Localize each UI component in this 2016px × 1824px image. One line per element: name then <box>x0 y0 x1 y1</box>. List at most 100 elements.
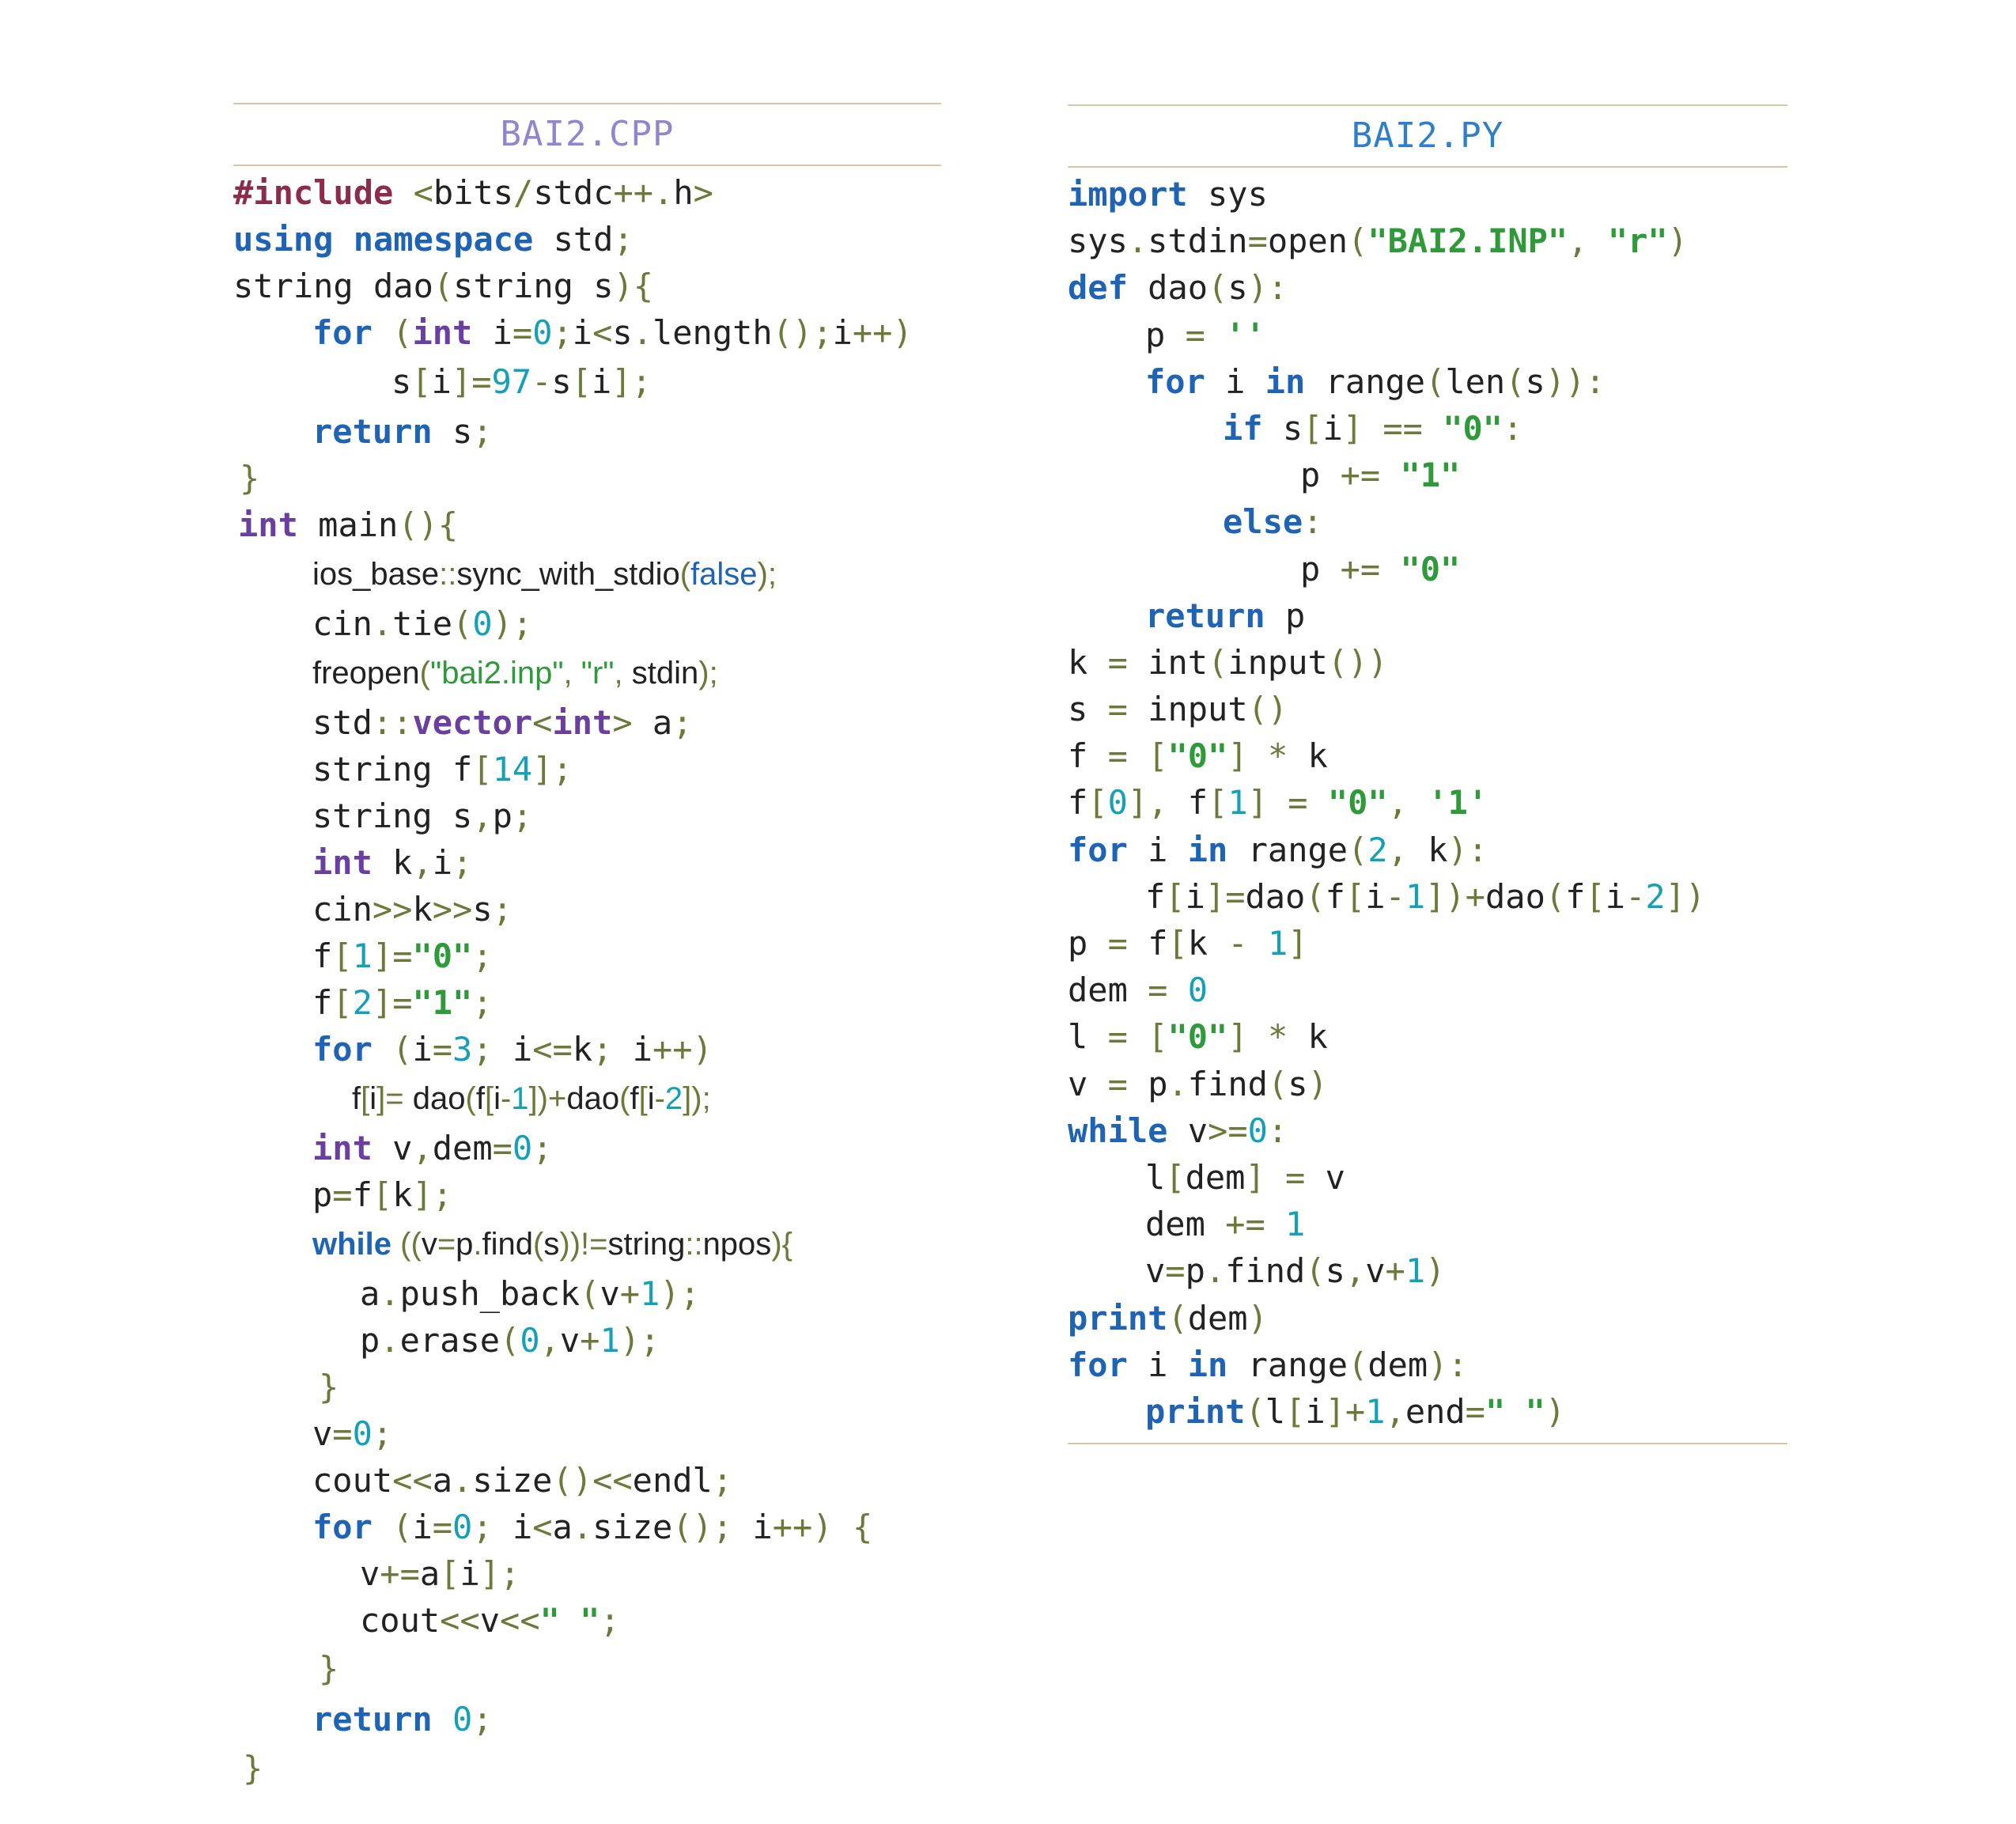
code-line: string f[14]; <box>233 746 941 793</box>
string-token: "BAI2.INP" <box>1367 221 1568 261</box>
operator-token: . <box>452 1461 473 1500</box>
whitespace-token <box>623 656 632 691</box>
punctuation-token: ) <box>1247 1298 1268 1338</box>
punctuation-token: ) <box>698 656 709 691</box>
identifier-token: dem <box>1068 971 1128 1010</box>
operator-token: + <box>548 1081 567 1116</box>
punctuation-token: ( <box>452 604 473 643</box>
identifier-token: cin <box>312 890 373 929</box>
operator-token: = <box>512 313 533 352</box>
identifier-token: p <box>1148 1064 1168 1103</box>
whitespace-token <box>573 656 581 691</box>
whitespace-token <box>1087 643 1107 682</box>
keyword-token: for <box>312 1030 373 1069</box>
punctuation-token: ( <box>1247 690 1268 729</box>
operator-token: << <box>440 1601 480 1640</box>
code-line: return s; <box>233 408 941 455</box>
whitespace-token <box>612 1030 632 1069</box>
number-token: 0 <box>520 1321 540 1360</box>
identifier-token: s <box>1282 408 1303 448</box>
identifier-token: npos <box>702 1227 772 1262</box>
punctuation-token: ; <box>432 1175 453 1214</box>
identifier-token: p <box>1185 1251 1205 1291</box>
punctuation-token: [ <box>411 362 432 401</box>
punctuation-token: ; <box>613 220 634 259</box>
identifier-token: p <box>492 797 513 835</box>
identifier-token: f <box>1187 783 1208 823</box>
punctuation-token: ( <box>1545 876 1566 916</box>
identifier-token: k <box>1428 830 1448 869</box>
identifier-token: range <box>1325 361 1426 401</box>
number-token: 0 <box>532 313 553 352</box>
punctuation-token: ] <box>412 1175 433 1214</box>
identifier-token: f <box>1145 876 1166 916</box>
identifier-token: size <box>592 1508 673 1546</box>
identifier-token: s <box>472 890 493 929</box>
operator-token: += <box>1340 456 1381 495</box>
cpp-file-title: BAI2.CPP <box>500 114 675 154</box>
code-line: for (i=0; i<a.size(); i++) { <box>233 1504 941 1550</box>
whitespace-token <box>1165 316 1185 354</box>
operator-token: . <box>1205 1251 1226 1291</box>
whitespace-token <box>373 1508 392 1546</box>
code-line: while ((v=p.find(s))!=string::npos){ <box>233 1218 941 1270</box>
operator-token: = <box>392 937 413 975</box>
operator-token: - <box>1227 924 1248 963</box>
punctuation-token: , <box>1345 1251 1366 1291</box>
keyword-token: return <box>312 1700 433 1739</box>
identifier-token: i <box>832 313 853 352</box>
whitespace-token <box>472 313 492 352</box>
identifier-token: i <box>647 1081 655 1116</box>
operator-token: = <box>1288 783 1308 823</box>
whitespace-token <box>1087 736 1107 775</box>
punctuation-token: ] <box>528 1081 538 1116</box>
whitespace-token <box>1128 1017 1148 1056</box>
code-line: } <box>233 1644 941 1694</box>
punctuation-token: } <box>319 1649 339 1688</box>
operator-token: += <box>380 1554 420 1593</box>
identifier-token: stdc <box>533 173 614 212</box>
identifier-token: l <box>1145 1157 1166 1197</box>
punctuation-token: [ <box>472 750 493 789</box>
punctuation-token: ) <box>559 1227 570 1262</box>
keyword-token: print <box>1068 1298 1168 1338</box>
punctuation-token: ] <box>1227 1017 1248 1057</box>
whitespace-token <box>1128 831 1148 869</box>
code-line: print(l[i]+1,end=" ") <box>1068 1388 1787 1435</box>
number-token: 1 <box>1285 1205 1306 1244</box>
identifier-token: v <box>421 1227 437 1262</box>
identifier-token: s <box>551 362 572 401</box>
punctuation-token: ( <box>1348 830 1368 869</box>
punctuation-token: , <box>614 656 623 691</box>
punctuation-token: , <box>1387 830 1408 869</box>
punctuation-token: , <box>412 843 433 882</box>
identifier-token: k <box>392 1175 413 1214</box>
string-token: "r" <box>581 656 615 691</box>
identifier-token: p <box>456 1227 474 1262</box>
operator-token: * <box>1267 736 1288 776</box>
operator-token: + <box>1465 876 1486 916</box>
punctuation-token: ( <box>419 656 430 691</box>
operator-token: = <box>392 983 413 1022</box>
punctuation-token: ] <box>372 983 393 1022</box>
number-token: 1 <box>1405 1251 1426 1291</box>
whitespace-token <box>404 1081 413 1116</box>
punctuation-token: ; <box>812 313 833 352</box>
operator-token: < <box>592 313 613 352</box>
identifier-token: string <box>312 797 433 835</box>
code-line: } <box>233 455 941 501</box>
identifier-token: s <box>1288 1064 1308 1103</box>
punctuation-token: ] <box>372 937 393 975</box>
punctuation-token: ; <box>672 703 693 742</box>
identifier-token: range <box>1247 1345 1348 1384</box>
identifier-token: p <box>1068 924 1088 963</box>
code-line: p = f[k - 1] <box>1068 920 1787 967</box>
identifier-token: p <box>1300 456 1321 495</box>
identifier-token: a <box>652 703 673 742</box>
string-token: "r" <box>1607 221 1668 261</box>
punctuation-token: ) <box>1667 221 1688 261</box>
code-line: v = p.find(s) <box>1068 1061 1787 1107</box>
whitespace-token <box>1128 736 1148 775</box>
identifier-token: sys <box>1068 221 1128 261</box>
punctuation-token: ; <box>767 557 777 592</box>
